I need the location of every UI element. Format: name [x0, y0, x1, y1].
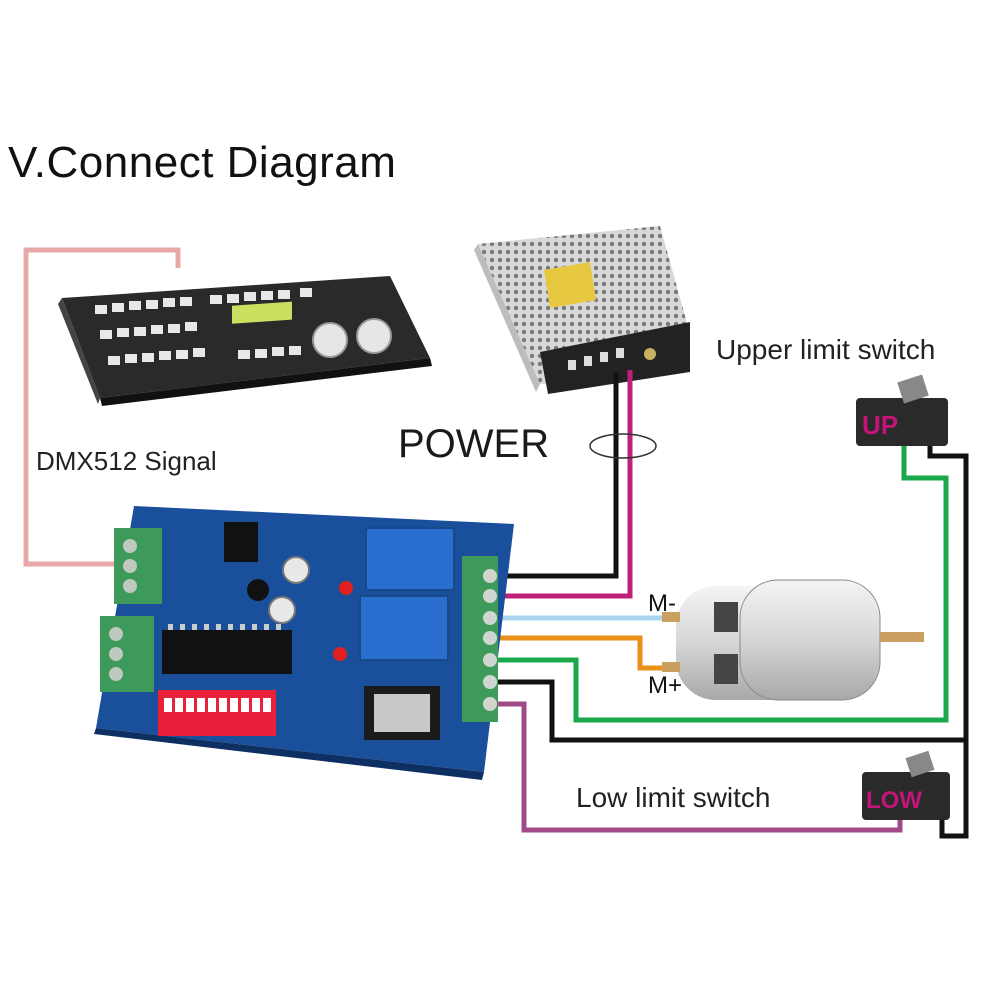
power-wires — [494, 370, 657, 599]
low-limit-switch: LOW — [862, 750, 950, 820]
low-switch-wires — [494, 701, 969, 839]
upper-switch-mark: UP — [862, 410, 898, 440]
motor-plus-label: M+ — [648, 672, 683, 699]
upper-limit-switch: UP — [856, 374, 948, 446]
dc-motor — [662, 579, 924, 701]
dmx-signal-label: DMX512 Signal — [36, 446, 217, 476]
upper-limit-switch-label: Upper limit switch — [716, 334, 936, 365]
dmx-signal-wire — [23, 247, 181, 567]
low-limit-switch-label: Low limit switch — [576, 782, 771, 813]
controller-board — [94, 506, 514, 780]
page-title: V.Connect Diagram — [8, 138, 397, 187]
low-switch-mark: LOW — [866, 787, 922, 814]
motor-wires — [494, 615, 680, 671]
power-label: POWER — [398, 422, 550, 466]
motor-minus-label: M- — [648, 590, 676, 617]
power-supply — [474, 226, 690, 394]
dmx-console — [58, 276, 432, 406]
